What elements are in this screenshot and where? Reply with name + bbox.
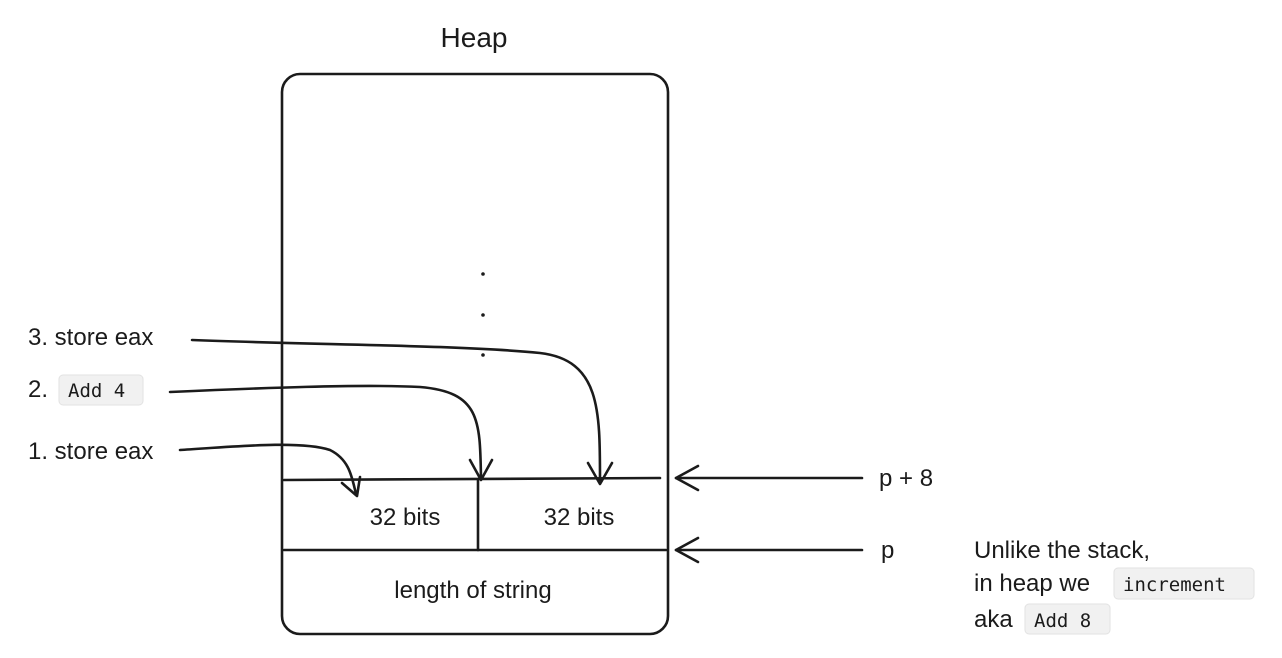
length-of-string-label: length of string [394,577,551,604]
step-2-number: 2. [28,376,48,403]
heap-title: Heap [441,22,508,53]
pointer-label-p-plus-8: p + 8 [879,465,933,492]
step-2-code: Add 4 [68,380,125,402]
note-add8-code: Add 8 [1034,610,1091,632]
note-line-2-text: in heap we [974,570,1090,597]
step-1-arrow [178,443,362,498]
step-1-label: 1. store eax [28,438,153,465]
step-3-label: 3. store eax [28,324,153,351]
step-2-label: 2. Add 4 [28,374,144,406]
pointer-label-p: p [881,537,894,564]
step-2-code-bg [58,374,144,406]
heap-box [280,72,670,636]
note-line-1: Unlike the stack, [974,537,1150,564]
ellipsis-dot [481,313,485,317]
cell-left-label: 32 bits [370,504,441,531]
ellipsis-dot [481,272,485,276]
side-note: Unlike the stack, in heap we increment a… [974,537,1255,635]
note-increment-code-bg [1113,567,1255,600]
ellipsis-dots [481,272,485,357]
note-line-3-text: aka [974,606,1013,633]
pointer-arrow-p-plus-8 [674,464,864,492]
note-increment-code: increment [1123,574,1226,596]
step-2-arrow [168,384,494,482]
cell-right-label: 32 bits [544,504,615,531]
ellipsis-dot [481,353,485,357]
step-3-arrow [190,338,614,486]
note-add8-code-bg [1024,603,1111,635]
pointer-arrow-p [674,536,864,564]
